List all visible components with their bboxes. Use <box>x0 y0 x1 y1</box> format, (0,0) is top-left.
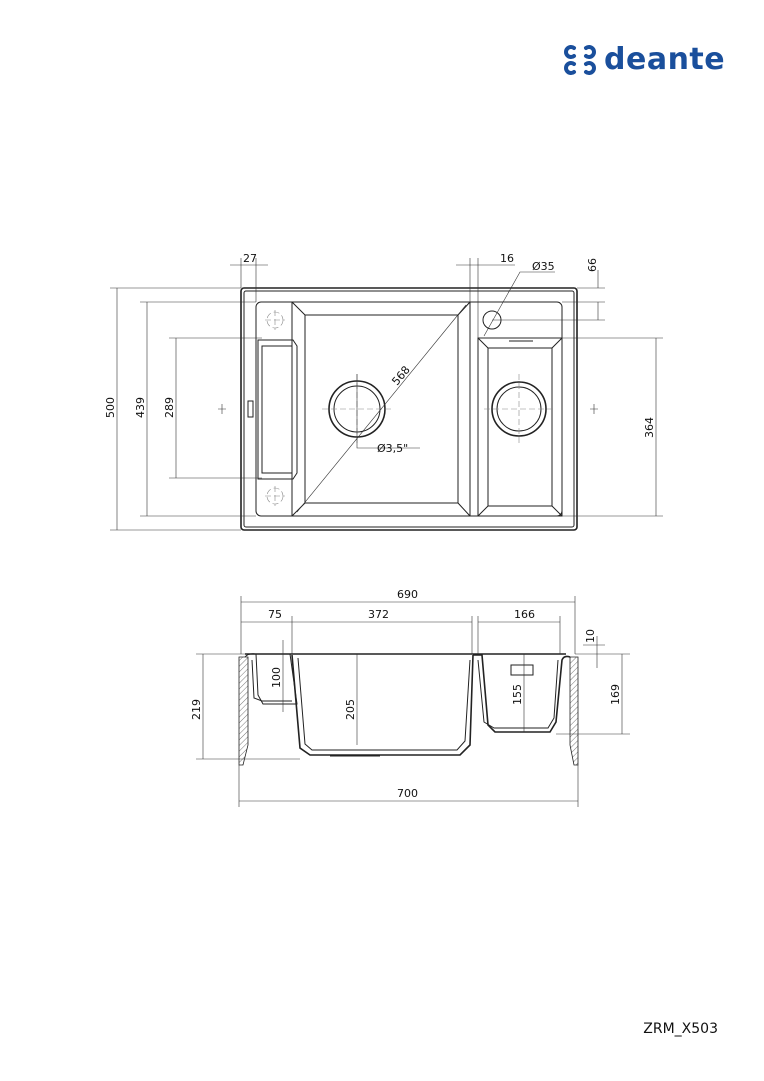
dim-drain: Ø3,5" <box>377 442 408 455</box>
section-view: 690 75 372 166 10 219 100 205 155 169 70… <box>190 588 630 807</box>
dim-75: 75 <box>268 608 282 621</box>
dim-155: 155 <box>511 684 524 705</box>
dim-289: 289 <box>163 397 176 418</box>
dim-568: 568 <box>389 363 412 387</box>
dim-10: 10 <box>584 629 597 643</box>
dim-500: 500 <box>104 397 117 418</box>
dim-205: 205 <box>344 699 357 720</box>
top-view: 27 16 Ø35 66 500 439 289 364 568 Ø3,5" <box>104 252 663 531</box>
dim-700: 700 <box>397 787 418 800</box>
dim-364: 364 <box>643 417 656 438</box>
dim-219: 219 <box>190 699 203 720</box>
dim-166: 166 <box>514 608 535 621</box>
model-code: ZRM_X503 <box>643 1021 718 1037</box>
dim-372: 372 <box>368 608 389 621</box>
dim-439: 439 <box>134 397 147 418</box>
deante-logo-icon <box>564 45 596 75</box>
dim-100: 100 <box>270 667 283 688</box>
small-drain-icon <box>491 381 547 437</box>
dim-tap-hole: Ø35 <box>532 260 555 273</box>
dim-27: 27 <box>243 252 257 265</box>
dim-690: 690 <box>397 588 418 601</box>
dim-169: 169 <box>609 684 622 705</box>
brand-name: deante <box>604 42 726 77</box>
dim-16: 16 <box>500 252 514 265</box>
brand-logo: deante <box>562 42 725 78</box>
dim-66: 66 <box>586 258 599 272</box>
